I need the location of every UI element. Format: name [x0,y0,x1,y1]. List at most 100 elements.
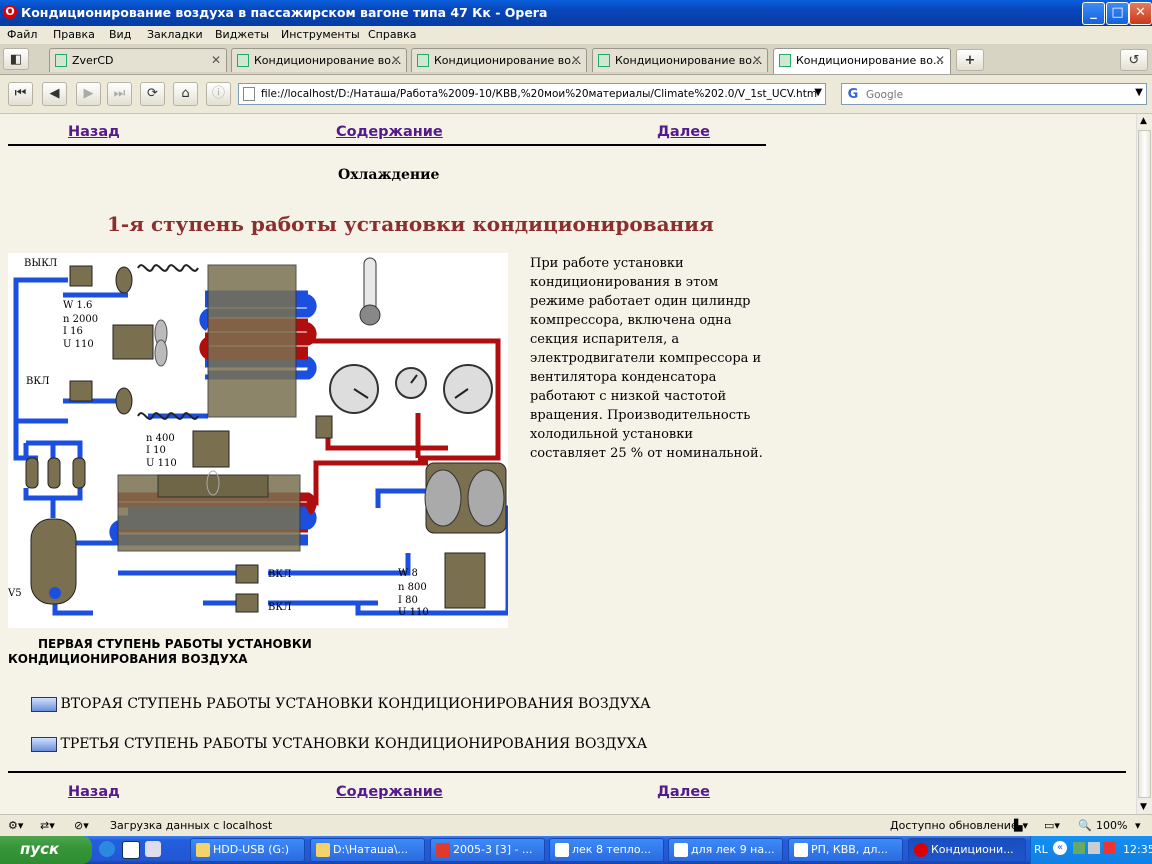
label-v5: V5 [8,588,22,599]
zoom-level[interactable]: 100% [1096,819,1128,832]
menu-edit[interactable]: Правка [53,28,95,41]
tab-conditioning-2[interactable]: Кондиционирование во... ✕ [411,48,587,72]
minimize-button[interactable]: _ [1082,2,1105,25]
update-text[interactable]: Доступно обновление [890,819,1018,832]
panel-icon[interactable]: ▙▾ [1014,819,1028,832]
language-indicator[interactable]: RL [1034,843,1048,856]
search-dropdown-icon[interactable]: ▼ [1135,87,1143,98]
page-icon [55,54,67,67]
calculator-icon[interactable] [145,841,161,857]
network-icon[interactable]: ⇄▾ [40,819,55,832]
top-divider [8,144,766,146]
label-on-1: ВКЛ [26,376,49,387]
tab-label: Кондиционирование во... [434,54,582,67]
reload-button[interactable]: ⟳ [140,82,165,106]
nav-contents-link[interactable]: Содержание [336,124,443,140]
scroll-down-icon[interactable]: ▼ [1140,802,1147,812]
taskbar-item-opera[interactable]: Кондициони... [908,838,1026,862]
menu-tools[interactable]: Инструменты [281,28,360,41]
tab-close-icon[interactable]: ✕ [390,53,401,67]
tab-label: Кондиционирование во... [796,54,944,67]
tab-conditioning-3[interactable]: Кондиционирование во... ✕ [592,48,768,72]
motor1-i: I 16 [63,326,83,337]
opera-logo-icon: O [3,5,17,19]
tab-close-icon[interactable]: ✕ [570,53,581,67]
security-tray-icon[interactable] [1103,842,1115,854]
trash-icon[interactable]: ↺ [1120,49,1148,71]
taskbar-item-natasha[interactable]: D:\Наташа\... [310,838,425,862]
fast-forward-button[interactable]: ⏭ [107,82,132,106]
tab-zvercd[interactable]: ZverCD ✕ [49,48,227,72]
info-button[interactable]: ⓘ [206,82,231,106]
page-icon [237,54,249,67]
clock: 12:35 [1123,843,1152,856]
address-dropdown-icon[interactable]: ▼ [814,87,822,98]
tab-close-icon[interactable]: ✕ [210,53,221,67]
tab-conditioning-active[interactable]: Кондиционирование во... ✕ [773,48,951,74]
scroll-up-icon[interactable]: ▲ [1140,116,1147,126]
home-button[interactable]: ⌂ [173,82,198,106]
tab-conditioning-1[interactable]: Кондиционирование во... ✕ [231,48,407,72]
ie-icon[interactable] [99,841,115,857]
motor1-u: U 110 [63,339,94,350]
motor1-n: n 2000 [63,314,98,325]
taskbar-item-label: для лек 9 на... [691,843,775,856]
nav-back-link[interactable]: Назад [68,124,120,140]
scrollbar-thumb[interactable] [1138,130,1151,798]
settings-icon[interactable]: ⚙▾ [8,819,24,832]
vertical-scrollbar[interactable]: ▲ ▼ [1136,114,1152,814]
address-bar[interactable]: file://localhost/D:/Наташа/Работа%2009-1… [238,83,826,105]
zoom-icon: 🔍 [1078,819,1092,832]
maximize-button[interactable]: □ [1106,2,1129,25]
word-doc-icon [794,843,808,857]
taskbar-item-2005[interactable]: 2005-3 [3] - ... [430,838,545,862]
usb-tray-icon[interactable] [1088,842,1100,854]
tab-label: ZverCD [72,54,114,67]
tray-expand-icon[interactable]: « [1053,841,1067,855]
rewind-button[interactable]: ⏮ [8,82,33,106]
close-button[interactable]: ✕ [1129,2,1152,25]
window-title: Кондиционирование воздуха в пассажирском… [21,5,548,20]
system-tray: RL « 12:35 [1030,836,1152,864]
menu-help[interactable]: Справка [368,28,417,41]
motor3-u: U 110 [398,607,429,618]
nav-next-link-bottom[interactable]: Далее [657,784,710,800]
taskbar-item-rp[interactable]: РП, КВВ, дл... [788,838,903,862]
word-doc-icon [555,843,569,857]
forward-button[interactable]: ▶ [76,82,101,106]
network-tray-icon[interactable] [1073,842,1085,854]
new-tab-button[interactable]: + [956,49,984,71]
start-button[interactable]: пуск [0,836,92,864]
nav-contents-link-bottom[interactable]: Содержание [336,784,443,800]
block-icon[interactable]: ⊘▾ [74,819,89,832]
menu-file[interactable]: Файл [7,28,38,41]
menu-widgets[interactable]: Виджеты [215,28,270,41]
zoom-dropdown-icon[interactable]: ▾ [1135,819,1141,832]
link-stage-3[interactable]: ТРЕТЬЯ СТУПЕНЬ РАБОТЫ УСТАНОВКИ КОНДИЦИО… [31,736,647,756]
taskbar-item-label: РП, КВВ, дл... [811,843,888,856]
nav-next-link[interactable]: Далее [657,124,710,140]
tab-close-icon[interactable]: ✕ [751,53,762,67]
tab-close-icon[interactable]: ✕ [934,53,945,67]
nav-back-link-bottom[interactable]: Назад [68,784,120,800]
word-icon[interactable] [122,841,140,859]
menu-bar: Файл Правка Вид Закладки Виджеты Инструм… [0,26,1152,45]
menu-bookmarks[interactable]: Закладки [147,28,203,41]
link-stage-2[interactable]: ВТОРАЯ СТУПЕНЬ РАБОТЫ УСТАНОВКИ КОНДИЦИО… [31,696,651,716]
description-paragraph: При работе установки кондиционирования в… [530,256,763,461]
taskbar-item-lecture8[interactable]: лек 8 тепло... [549,838,664,862]
navigation-bar: ⏮ ◀ ▶ ⏭ ⟳ ⌂ ⓘ file://localhost/D:/Наташа… [0,75,1152,114]
link-stage-2-text: ВТОРАЯ СТУПЕНЬ РАБОТЫ УСТАНОВКИ КОНДИЦИО… [60,696,651,712]
diagram-caption: ПЕРВАЯ СТУПЕНЬ РАБОТЫ УСТАНОВКИ КОНДИЦИО… [8,637,312,666]
file-icon [243,87,255,101]
view-icon[interactable]: ▭▾ [1044,819,1060,832]
search-input[interactable] [864,86,1128,104]
search-box[interactable]: G ▼ [841,83,1147,105]
panel-toggle-icon[interactable]: ◧ [3,48,29,70]
label-on-3: ВКЛ [268,602,291,613]
folder-icon [196,843,210,857]
taskbar-item-hdd[interactable]: HDD-USB (G:) [190,838,305,862]
back-button[interactable]: ◀ [42,82,67,106]
menu-view[interactable]: Вид [109,28,132,41]
taskbar-item-lecture9[interactable]: для лек 9 на... [668,838,783,862]
